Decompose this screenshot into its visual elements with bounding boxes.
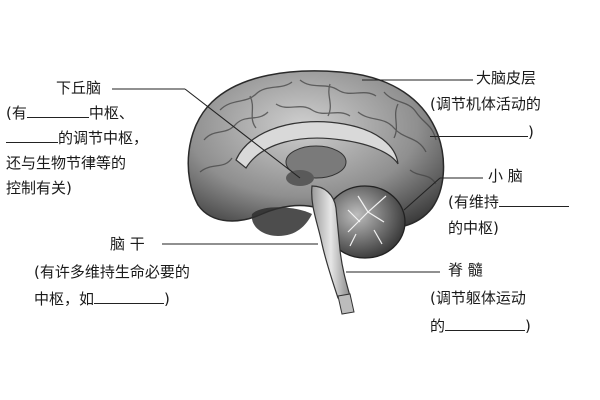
cortex-label: 大脑皮层 [476, 69, 537, 87]
spinal-cord-line2: 的) [430, 316, 531, 336]
hypothalamus-line1-post: 中枢、 [88, 104, 134, 122]
hypothalamus-line3: 还与生物节律等的 [6, 154, 127, 172]
hypothalamus-line4: 控制有关) [6, 179, 72, 197]
thalamus [285, 145, 347, 179]
cerebellum-line1: (有维持 [448, 192, 569, 212]
brainstem-label: 脑 干 [110, 235, 145, 253]
spinal-cord-line1: (调节躯体运动 [430, 289, 526, 307]
brainstem-line2: 中枢，如) [34, 289, 170, 309]
spinal-cord-blank[interactable] [445, 316, 526, 331]
cortex-line2: ) [430, 122, 534, 142]
hypothalamus-blank-1[interactable] [26, 103, 89, 118]
cortex-blank[interactable] [430, 122, 528, 137]
hypothalamus-label: 下丘脑 [56, 79, 102, 97]
gyri-texture [199, 79, 437, 185]
cortex-line2-post: ) [528, 123, 534, 141]
brainstem-blank[interactable] [94, 289, 165, 304]
cerebellum-line2: 的中枢) [448, 219, 499, 237]
leader-lines [112, 79, 483, 273]
hypothalamus-line2-post: 的调节中枢， [58, 129, 149, 147]
temporal-shadow [251, 207, 312, 236]
hypothalamus-blank-2[interactable] [6, 128, 58, 143]
hypothalamus-line1: (有 中枢、 [6, 103, 134, 123]
cerebellum-line1-text: (有维持 [448, 193, 499, 211]
spinal-cord-shape [337, 293, 355, 315]
cerebellum-label: 小 脑 [488, 167, 523, 185]
arbor-vitae [347, 195, 387, 247]
spinal-cord-label: 脊 髓 [448, 261, 483, 279]
corpus-callosum [235, 121, 399, 169]
spinal-cord-line2-post: ) [525, 317, 531, 335]
spinal-cord-line2-pre: 的 [430, 317, 446, 335]
brainstem-line1: (有许多维持生命必要的 [34, 263, 190, 281]
brainstem-line2-pre: 中枢，如 [34, 290, 95, 308]
cerebellum-blank[interactable] [498, 192, 569, 207]
cortex-line1: (调节机体活动的 [430, 95, 541, 113]
hypothalamus-line2: 的调节中枢， [6, 128, 148, 148]
hypothalamus-line1-pre: (有 [6, 104, 27, 122]
brainstem-line2-post: ) [164, 290, 170, 308]
